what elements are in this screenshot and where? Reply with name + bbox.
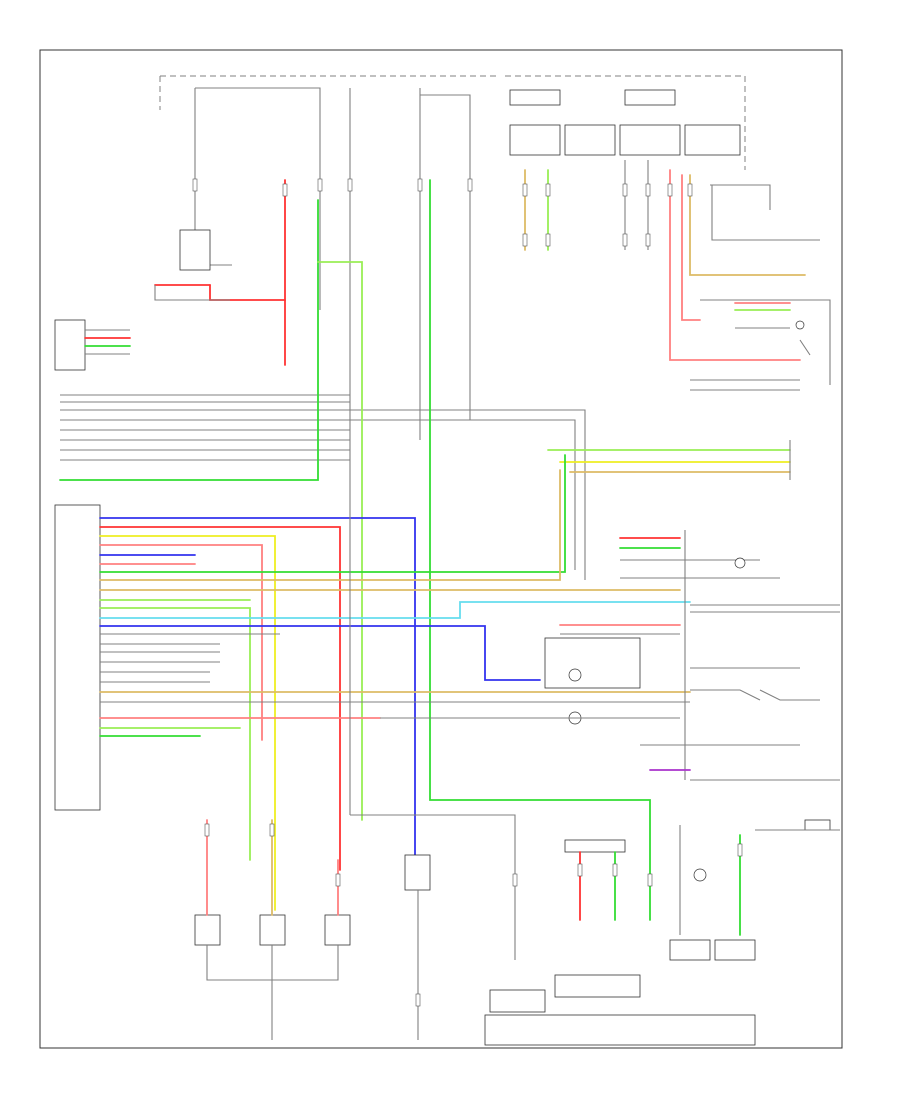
connector-tick [545,183,551,197]
connector-tick [317,178,323,192]
connector-tick [612,863,618,877]
connector-tick [522,233,528,247]
top-right-wires [524,160,820,391]
connector-tick [467,178,473,192]
connector-tick [622,233,628,247]
connector-tick [269,823,275,837]
diagram-frame [39,49,843,1049]
connector-block-left-upper [54,319,131,371]
connector-tick [645,233,651,247]
connector-tick [577,863,583,877]
connector-ticks [192,178,743,1007]
connector-tick [282,183,288,197]
connector-tick [645,183,651,197]
connector-tick [512,873,518,887]
connector-tick [545,233,551,247]
connector-tick [522,183,528,197]
connector-tick [192,178,198,192]
connector-tick [335,873,341,887]
connector-tick [687,183,693,197]
main-connector-left [54,504,101,811]
connector-tick [622,183,628,197]
right-middle-block [520,530,840,781]
top-right-modules [509,89,741,156]
right-switch-boxes [700,299,831,385]
gray-bus-lines [60,394,586,580]
connector-tick [667,183,673,197]
bottom-components [194,400,840,1046]
connector-tick [415,993,421,1007]
relay-box-left [179,229,211,271]
red-relay-wires [154,179,286,366]
connector-tick [417,178,423,192]
connector-tick [347,178,353,192]
main-connector-wires [99,454,691,911]
right-signal-wires [547,440,791,480]
fuse-feed-wires [194,87,471,440]
connector-tick [204,823,210,837]
connector-tick [647,873,653,887]
green-wires-top [59,179,651,921]
fuse-block-outline [159,75,746,170]
connector-tick [737,843,743,857]
